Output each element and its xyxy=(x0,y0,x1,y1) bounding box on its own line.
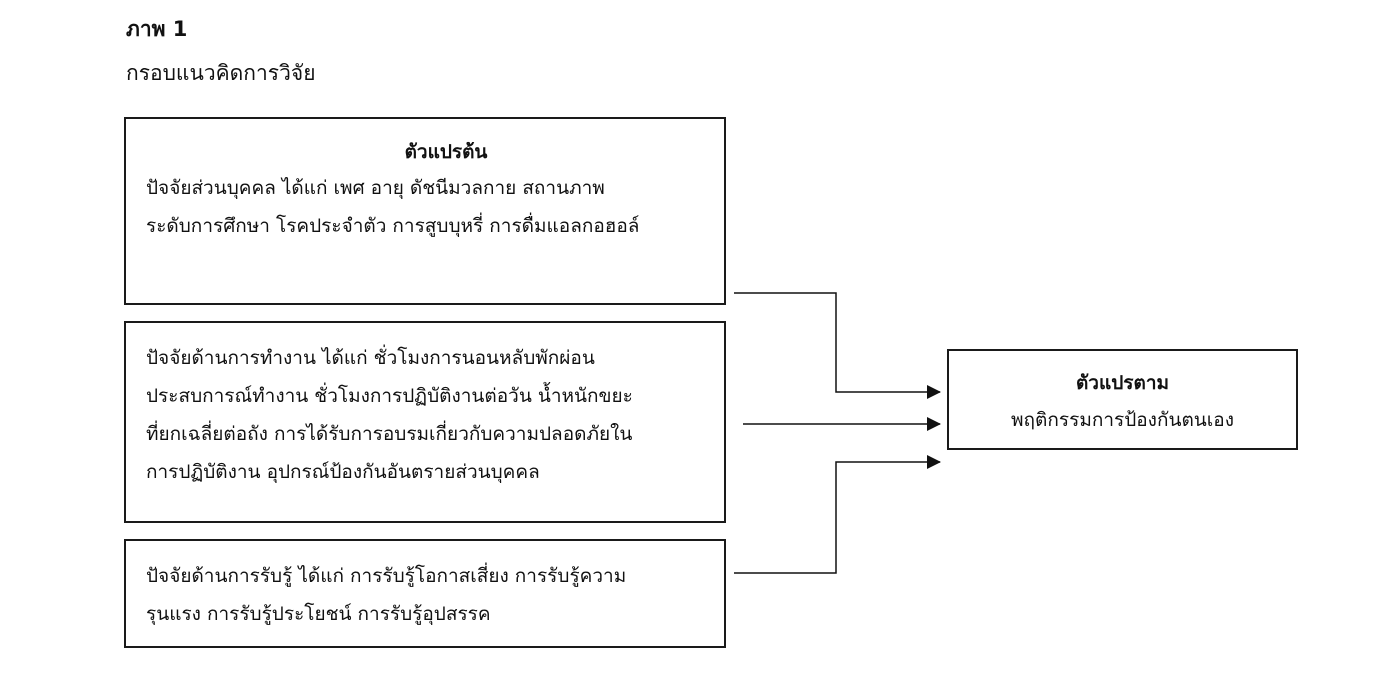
arrow-perception-to-dependent xyxy=(734,455,941,574)
work-factors-line: ที่ยกเฉลี่ยต่อถัง การได้รับการอบรมเกี่ยว… xyxy=(146,423,633,445)
independent-variable-heading: ตัวแปรต้น xyxy=(404,141,488,163)
dependent-variable-box: ตัวแปรตาม พฤติกรรมการป้องกันตนเอง xyxy=(947,349,1298,450)
perception-factors-line: ปัจจัยด้านการรับรู้ ได้แก่ การรับรู้โอกา… xyxy=(146,565,627,587)
independent-variable-box: ตัวแปรต้น ปัจจัยส่วนบุคคล ได้แก่ เพศ อาย… xyxy=(124,117,726,305)
figure-title: กรอบแนวคิดการวิจัย xyxy=(126,61,316,85)
independent-variable-line: ระดับการศึกษา โรคประจำตัว การสูบบุหรี่ ก… xyxy=(146,215,640,237)
work-factors-box: ปัจจัยด้านการทำงาน ได้แก่ ชั่วโมงการนอนห… xyxy=(124,321,726,523)
dependent-variable-heading: ตัวแปรตาม xyxy=(1075,372,1170,394)
perception-factors-line: รุนแรง การรับรู้ประโยชน์ การรับรู้อุปสรร… xyxy=(146,603,491,625)
work-factors-line: การปฏิบัติงาน อุปกรณ์ป้องกันอันตรายส่วนบ… xyxy=(146,461,540,483)
arrow-independent-to-dependent xyxy=(734,292,941,399)
figure-label: ภาพ 1 xyxy=(126,17,188,41)
work-factors-line: ประสบการณ์ทำงาน ชั่วโมงการปฏิบัติงานต่อว… xyxy=(146,385,633,407)
dependent-variable-line: พฤติกรรมการป้องกันตนเอง xyxy=(1011,409,1234,431)
perception-factors-box: ปัจจัยด้านการรับรู้ ได้แก่ การรับรู้โอกา… xyxy=(124,539,726,648)
independent-variable-line: ปัจจัยส่วนบุคคล ได้แก่ เพศ อายุ ดัชนีมวล… xyxy=(146,177,605,199)
work-factors-line: ปัจจัยด้านการทำงาน ได้แก่ ชั่วโมงการนอนห… xyxy=(146,347,595,369)
